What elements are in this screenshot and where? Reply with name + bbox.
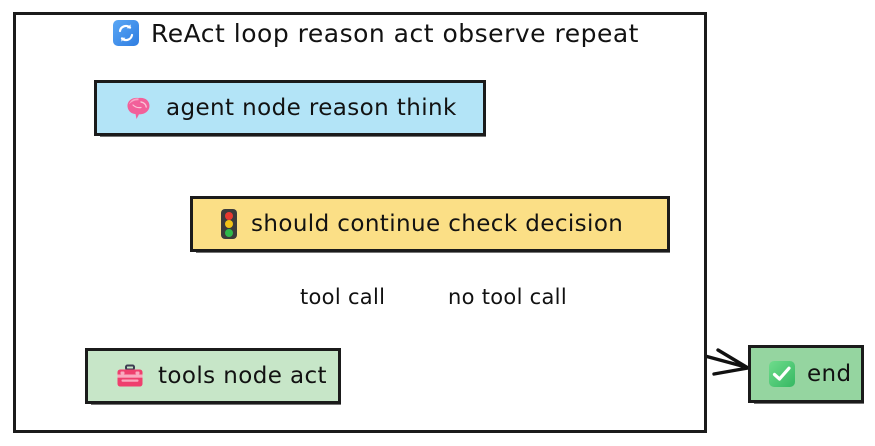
node-decision-label: should continue check decision — [251, 211, 624, 237]
node-agent-label: agent node reason think — [166, 95, 457, 121]
traffic-light-icon — [221, 209, 237, 239]
node-decision[interactable]: should continue check decision — [190, 196, 670, 253]
check-box-icon — [769, 361, 795, 387]
diagram-title-text: ReAct loop reason act observe repeat — [151, 18, 639, 48]
node-tools[interactable]: tools node act — [85, 348, 341, 405]
edge-label-no-tool-call: no tool call — [448, 285, 567, 309]
node-tools-label: tools node act — [158, 363, 327, 389]
toolbox-icon — [116, 364, 144, 388]
node-end[interactable]: end — [748, 345, 864, 404]
brain-icon — [125, 96, 152, 121]
diagram-title: ReAct loop reason act observe repeat — [113, 13, 639, 53]
node-end-label: end — [807, 361, 852, 387]
sync-refresh-icon — [113, 20, 139, 46]
node-agent[interactable]: agent node reason think — [94, 80, 486, 137]
edge-label-tool-call: tool call — [300, 285, 386, 309]
